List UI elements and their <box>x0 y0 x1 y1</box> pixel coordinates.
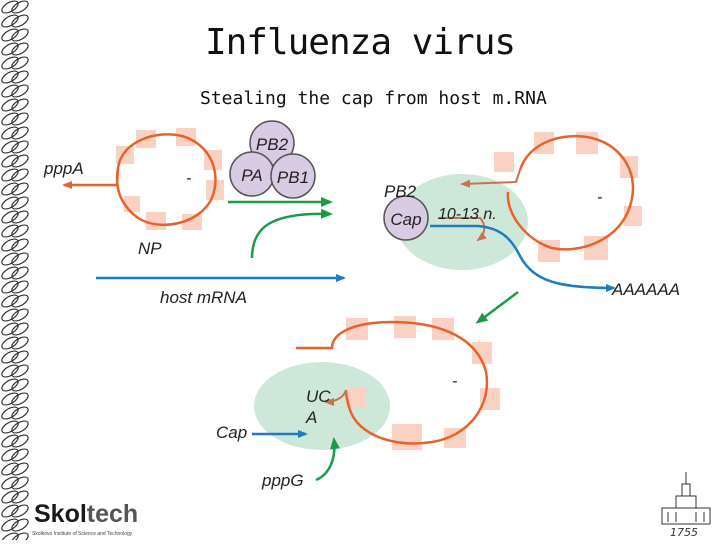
negative-sign-3: - <box>452 373 457 390</box>
negative-sign-1: - <box>186 170 191 187</box>
primer-strand-bottom <box>324 389 347 406</box>
slide-title: Influenza virus <box>204 22 516 63</box>
slide-subtitle: Stealing the cap from host m.RNA <box>200 88 547 109</box>
np-label: NP <box>138 239 162 258</box>
logo-tagline: Skolkovo Institute of Science and Techno… <box>32 531 133 537</box>
nt-length-label: 10-13 n. <box>438 206 497 223</box>
green-arrow-diagonal <box>475 291 519 324</box>
pb2-bound-label: PB2 <box>384 182 417 201</box>
pa-label: PA <box>241 166 262 185</box>
logo-name-main: Skol <box>34 500 87 528</box>
negative-sign-2: - <box>597 189 602 206</box>
logo-wordmark: Skoltech <box>34 500 138 529</box>
pppG-label: pppG <box>261 471 304 490</box>
chain-border <box>0 0 30 540</box>
polymerase-halo-bottom <box>254 362 390 450</box>
vrna-ring-top-right <box>506 134 635 251</box>
pb1-protein <box>270 153 316 199</box>
skoltech-logo: Skoltech Skolkovo Institute of Science a… <box>30 500 152 538</box>
vrna-ring-bottom <box>296 320 489 445</box>
pppA-label: pppA <box>43 159 84 178</box>
green-arrow-curve <box>250 208 333 259</box>
green-arrow-pppG <box>315 437 340 482</box>
crest-year: 1755 <box>670 526 698 539</box>
cap-bound-circle <box>383 195 429 241</box>
vrna-strand-top-left <box>62 167 120 189</box>
university-crest <box>661 472 711 525</box>
polymerase-halo-top <box>396 174 528 270</box>
logo-name-accent: tech <box>86 500 139 528</box>
polyA-label: AAAAAA <box>611 280 680 299</box>
host-mrna-bound <box>430 224 616 292</box>
cap-free-label: Cap <box>216 423 247 442</box>
vrna-strand-top-right <box>460 169 521 188</box>
pb2-label: PB2 <box>256 135 289 154</box>
vrna-ring-top-left <box>115 133 217 227</box>
cap-bound-label: Cap <box>390 210 421 229</box>
host-mrna-label: host mRNA <box>160 288 247 307</box>
pb1-label: PB1 <box>277 168 309 187</box>
uc-label: UC <box>306 387 331 406</box>
a-label: A <box>305 408 317 427</box>
